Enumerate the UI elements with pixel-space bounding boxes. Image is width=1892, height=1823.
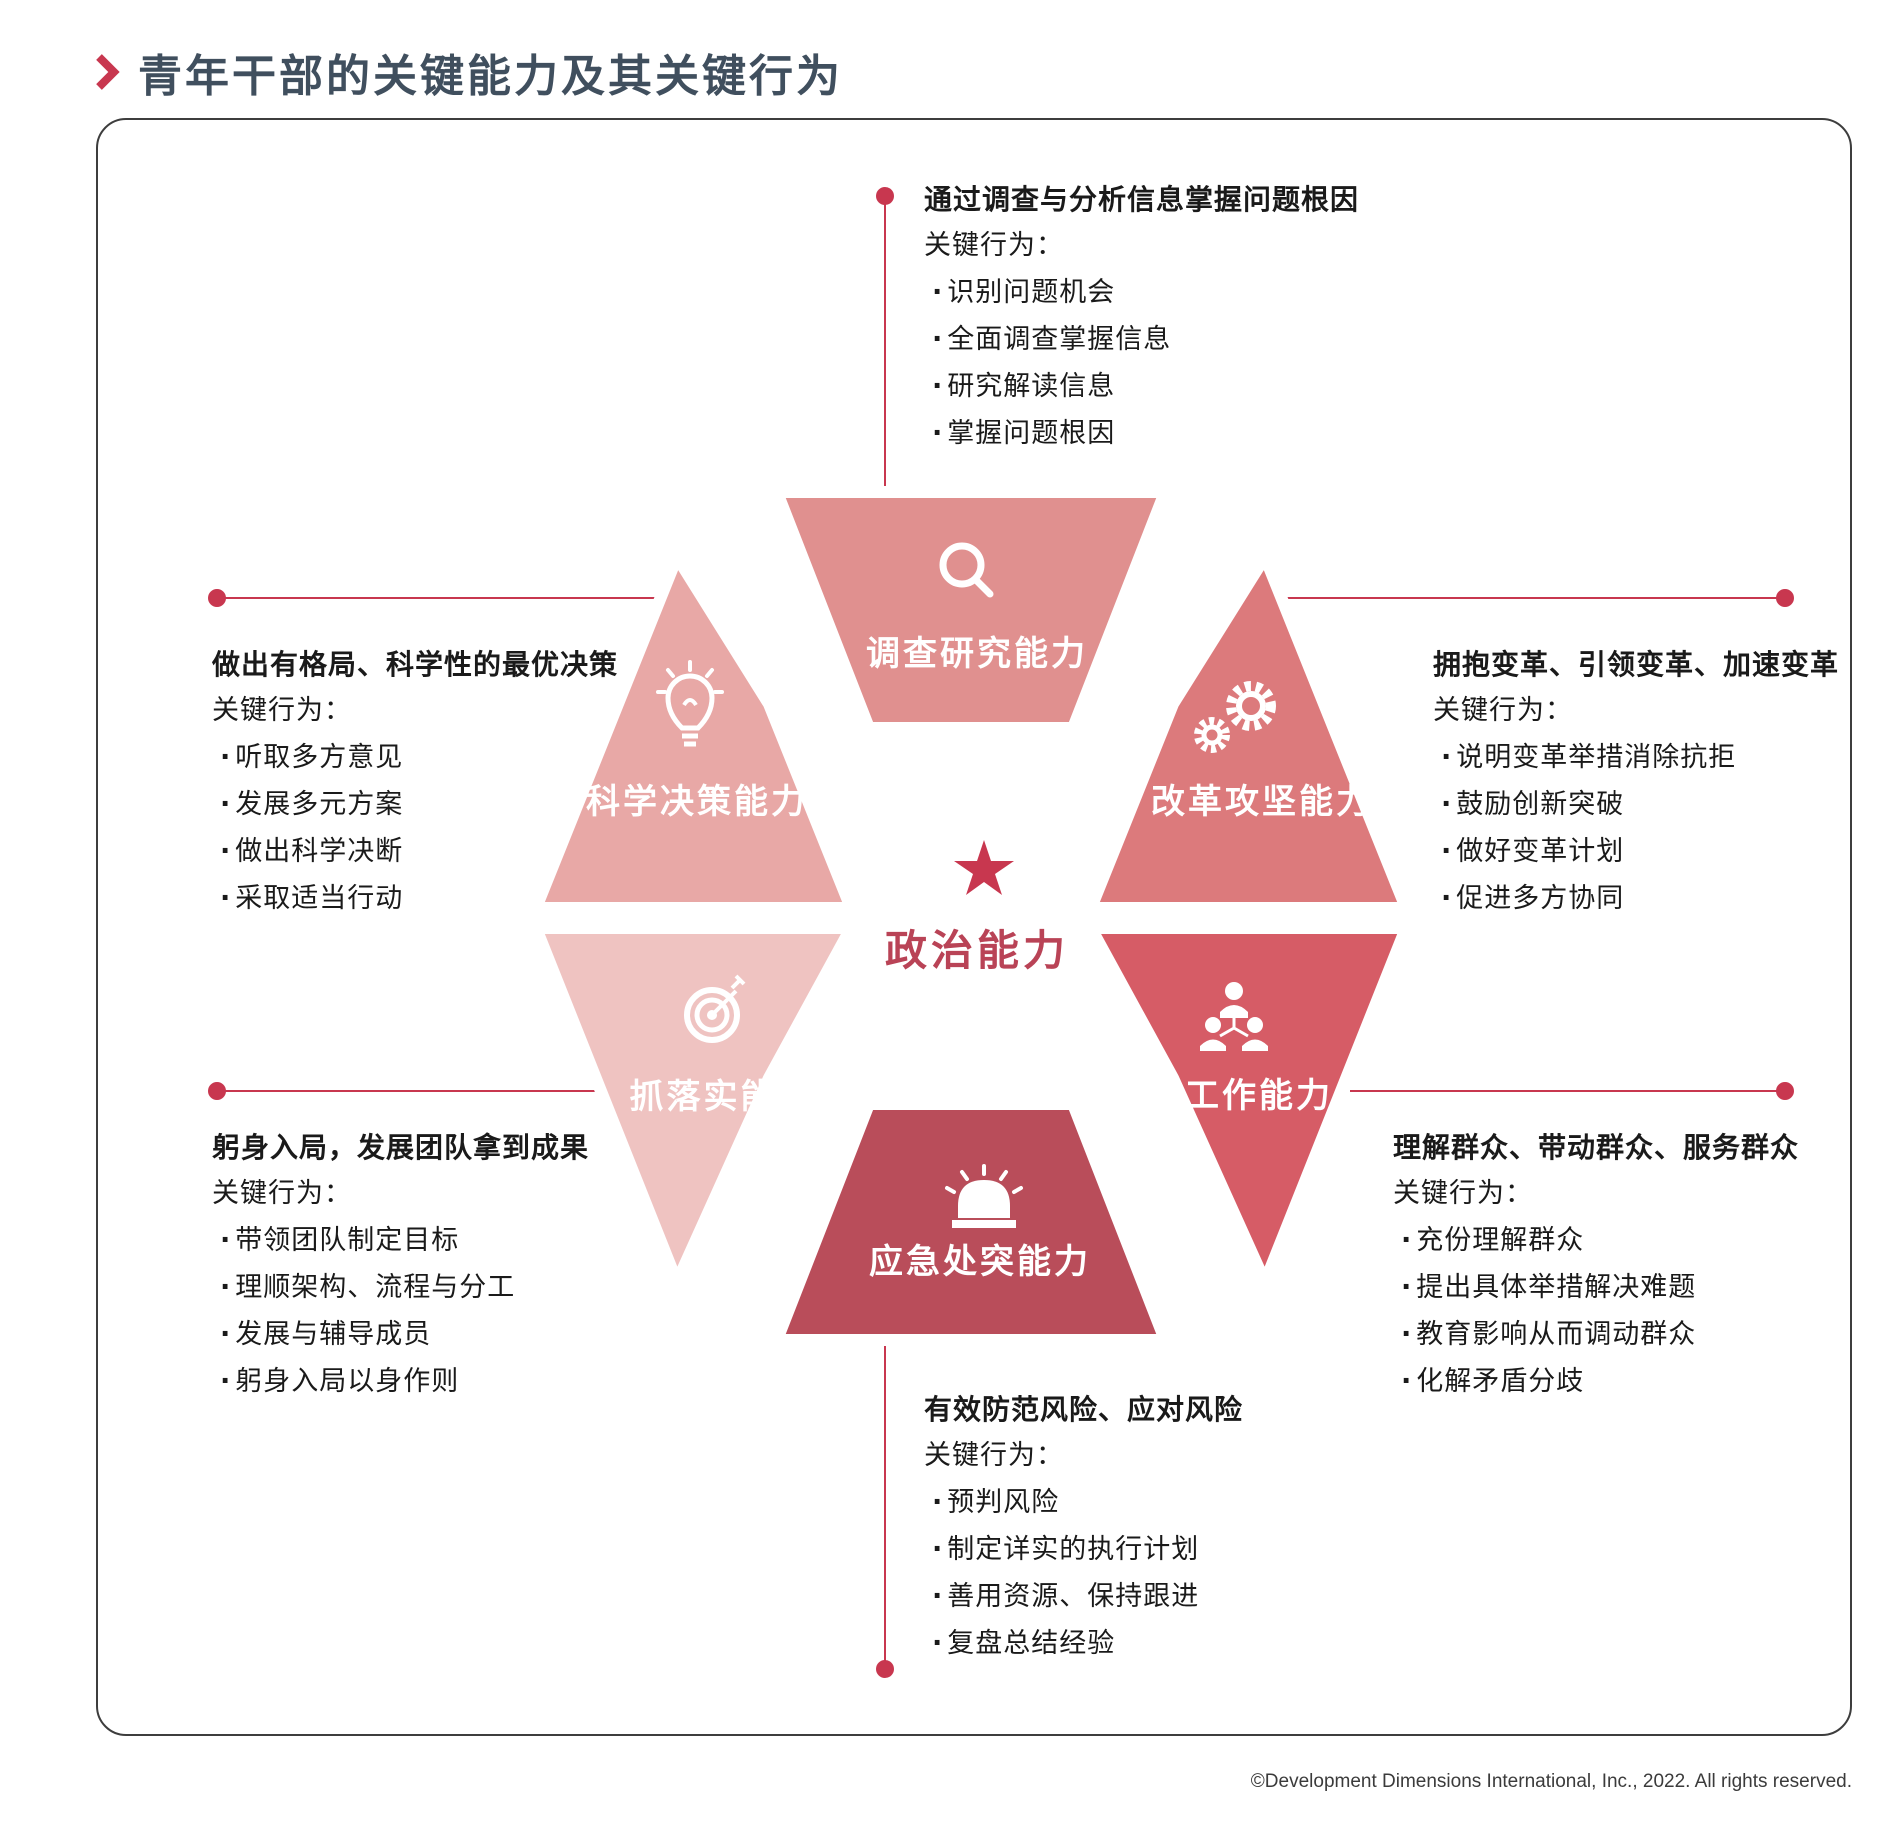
- behavior-item: 充份理解群众: [1393, 1225, 1799, 1257]
- block-heading: 做出有格局、科学性的最优决策: [212, 648, 619, 681]
- segment-label-masses: 群众工作能力: [1111, 1076, 1333, 1116]
- block-subheading: 关键行为：: [924, 230, 1064, 261]
- people-network-icon: [1200, 982, 1268, 1051]
- block-subheading: 关键行为：: [1433, 695, 1573, 726]
- behavior-item: 研究解读信息: [924, 371, 1359, 403]
- connector-dot-masses: [1776, 1082, 1794, 1100]
- block-research: 通过调查与分析信息掌握问题根因 关键行为： 识别问题机会 全面调查掌握信息 研究…: [924, 184, 1359, 465]
- behavior-item: 预判风险: [924, 1487, 1243, 1519]
- block-heading: 有效防范风险、应对风险: [924, 1393, 1244, 1426]
- behavior-item: 做出科学决断: [212, 836, 618, 868]
- block-subheading: 关键行为：: [212, 1178, 352, 1209]
- block-subheading: 关键行为：: [212, 695, 352, 726]
- connector-dot-emergency: [876, 1660, 894, 1678]
- behavior-item: 全面调查掌握信息: [924, 324, 1359, 356]
- connector-dot-research: [876, 187, 894, 205]
- behavior-item: 说明变革举措消除抗拒: [1433, 742, 1839, 774]
- segment-research: [771, 486, 1171, 734]
- behavior-item: 提出具体举措解决难题: [1393, 1272, 1799, 1304]
- block-decision: 做出有格局、科学性的最优决策 关键行为： 听取多方意见 发展多元方案 做出科学决…: [212, 649, 618, 930]
- behavior-item: 理顺架构、流程与分工: [212, 1272, 589, 1304]
- block-masses: 理解群众、带动群众、服务群众 关键行为： 充份理解群众 提出具体举措解决难题 教…: [1393, 1132, 1799, 1413]
- block-execution: 躬身入局，发展团队拿到成果 关键行为： 带领团队制定目标 理顺架构、流程与分工 …: [212, 1132, 589, 1413]
- segment-label-reform: 改革攻坚能力: [1151, 782, 1373, 822]
- behavior-item: 发展多元方案: [212, 789, 618, 821]
- behavior-item: 躬身入局以身作则: [212, 1366, 589, 1398]
- segment-label-research: 调查研究能力: [866, 634, 1088, 674]
- behavior-item: 掌握问题根因: [924, 418, 1359, 450]
- block-reform: 拥抱变革、引领变革、加速变革 关键行为： 说明变革举措消除抗拒 鼓励创新突破 做…: [1433, 649, 1839, 930]
- lightbulb-icon: [656, 660, 724, 747]
- behavior-item: 善用资源、保持跟进: [924, 1581, 1243, 1613]
- copyright-notice: ©Development Dimensions International, I…: [1250, 1771, 1852, 1792]
- block-emergency: 有效防范风险、应对风险 关键行为： 预判风险 制定详实的执行计划 善用资源、保持…: [924, 1394, 1243, 1675]
- gears-icon: [1194, 681, 1276, 753]
- behavior-item: 做好变革计划: [1433, 836, 1839, 868]
- block-heading: 理解群众、带动群众、服务群众: [1393, 1131, 1800, 1164]
- segment-masses: [1085, 922, 1412, 1288]
- block-heading: 躬身入局，发展团队拿到成果: [212, 1131, 590, 1164]
- center-label: 政治能力: [885, 926, 1069, 975]
- page-header: 青年干部的关键能力及其关键行为: [94, 42, 843, 102]
- behavior-item: 制定详实的执行计划: [924, 1534, 1243, 1566]
- alarm-light-icon: [945, 1164, 1023, 1228]
- behavior-item: 促进多方协同: [1433, 883, 1839, 915]
- block-heading: 拥抱变革、引领变革、加速变革: [1433, 648, 1840, 681]
- block-subheading: 关键行为：: [924, 1440, 1064, 1471]
- block-subheading: 关键行为：: [1393, 1178, 1533, 1209]
- segment-execution: [530, 922, 857, 1288]
- search-icon: [939, 542, 994, 598]
- block-heading: 通过调查与分析信息掌握问题根因: [924, 183, 1360, 216]
- behavior-item: 教育影响从而调动群众: [1393, 1319, 1799, 1351]
- behavior-item: 带领团队制定目标: [212, 1225, 589, 1257]
- connector-dot-decision: [208, 589, 226, 607]
- segment-reform: [1085, 551, 1412, 914]
- page-title: 青年干部的关键能力及其关键行为: [138, 51, 843, 102]
- segment-label-decision: 科学决策能力: [586, 782, 808, 822]
- chevron-right-icon: [96, 54, 120, 90]
- behavior-item: 发展与辅导成员: [212, 1319, 589, 1351]
- target-icon: [684, 974, 746, 1043]
- star-icon: [954, 840, 1014, 895]
- behavior-item: 鼓励创新突破: [1433, 789, 1839, 821]
- connector-dot-execution: [208, 1082, 226, 1100]
- connector-dot-reform: [1776, 589, 1794, 607]
- behavior-item: 采取适当行动: [212, 883, 618, 915]
- behavior-item: 听取多方意见: [212, 742, 618, 774]
- behavior-item: 化解矛盾分歧: [1393, 1366, 1799, 1398]
- segment-label-emergency: 应急处突能力: [869, 1242, 1091, 1282]
- behavior-item: 复盘总结经验: [924, 1628, 1243, 1660]
- segment-label-execution: 抓落实能力: [630, 1077, 815, 1117]
- behavior-item: 识别问题机会: [924, 277, 1359, 309]
- content-frame: [96, 118, 1852, 1736]
